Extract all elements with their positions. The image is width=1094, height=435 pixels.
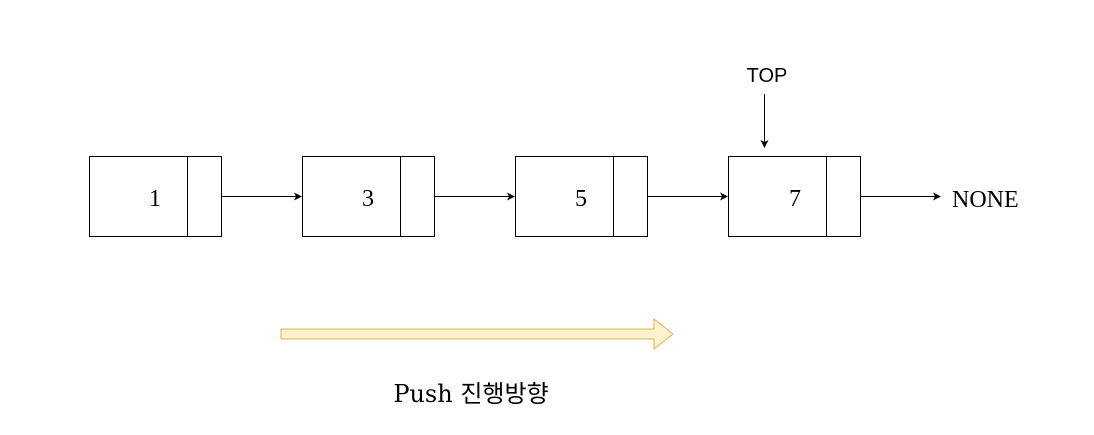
stack-node-2: 3 (302, 156, 435, 237)
stack-node-4: 7 (728, 156, 861, 237)
node-value: 5 (575, 186, 587, 212)
push-direction-label: Push 진행방향 (393, 380, 548, 408)
top-pointer-label: TOP (747, 65, 788, 87)
stack-node-3: 5 (515, 156, 648, 237)
node-value: 7 (789, 186, 801, 212)
push-direction-arrow (280, 317, 674, 351)
stack-node-1: 1 (89, 156, 222, 237)
node-box (302, 156, 435, 237)
none-terminal-label: NONE (952, 187, 1019, 213)
node-box (515, 156, 648, 237)
node-value: 1 (149, 186, 161, 212)
node-box (728, 156, 861, 237)
node-box (89, 156, 222, 237)
node-value: 3 (362, 186, 374, 212)
